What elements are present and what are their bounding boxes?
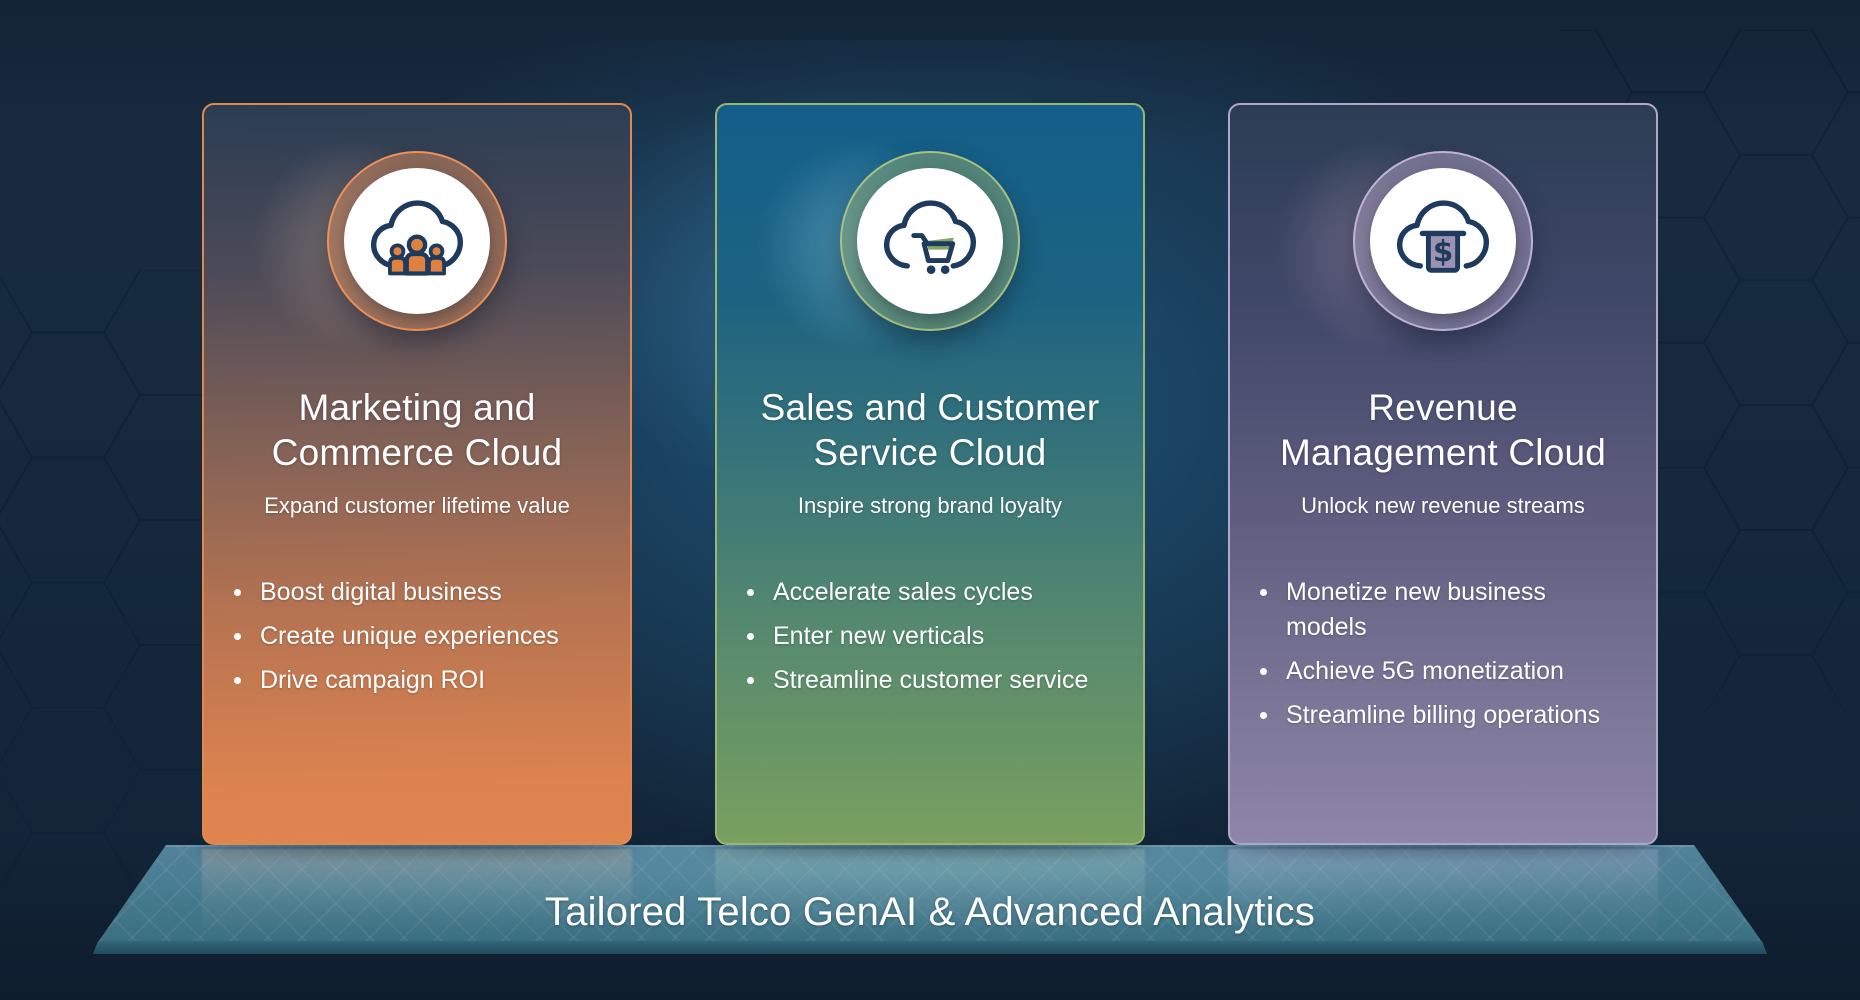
card-reflection: [1228, 849, 1658, 937]
svg-text:$: $: [1433, 235, 1453, 269]
card-reflection: [715, 849, 1145, 937]
icon-badge-inner: $: [1370, 168, 1516, 314]
bullet-dot: [234, 633, 241, 640]
bullet-item: Enter new verticals: [747, 619, 1127, 654]
card-bullet-list: Boost digital business Create unique exp…: [234, 575, 614, 707]
cloud-people-icon: [370, 200, 464, 276]
icon-badge-inner: [857, 168, 1003, 314]
bullet-item: Streamline customer service: [747, 663, 1127, 698]
icon-badge: $: [1353, 151, 1533, 331]
bullet-item: Monetize new business models: [1260, 575, 1640, 645]
card-title: Sales and Customer Service Cloud: [760, 387, 1100, 473]
bullet-dot: [1260, 589, 1267, 596]
card-title: Marketing and Commerce Cloud: [271, 387, 563, 473]
card-reflection: [202, 849, 632, 937]
card-shadow: [198, 842, 636, 854]
card-marketing-commerce: Marketing and Commerce Cloud Expand cust…: [202, 103, 632, 845]
icon-badge: [327, 151, 507, 331]
bullet-item: Drive campaign ROI: [234, 663, 614, 698]
card-subtitle: Unlock new revenue streams: [1301, 493, 1585, 518]
bullet-dot: [747, 677, 754, 684]
card-title: Revenue Management Cloud: [1279, 387, 1607, 473]
cloud-cart-icon: [883, 200, 977, 275]
icon-badge: [840, 151, 1020, 331]
icon-badge-inner: [344, 168, 490, 314]
bullet-dot: [234, 589, 241, 596]
bullet-dot: [747, 589, 754, 596]
bullet-item: Create unique experiences: [234, 619, 614, 654]
bullet-item: Accelerate sales cycles: [747, 575, 1127, 610]
card-shadow: [1224, 842, 1662, 854]
card-revenue-management: $ Revenue Management Cloud Unlock new re…: [1228, 103, 1658, 845]
card-bullet-list: Accelerate sales cycles Enter new vertic…: [747, 575, 1127, 707]
platform-stage: [98, 845, 1762, 942]
bullet-dot: [1260, 712, 1267, 719]
bullet-dot: [747, 633, 754, 640]
card-shadow: [711, 842, 1149, 854]
card-subtitle: Inspire strong brand loyalty: [797, 493, 1063, 518]
cloud-dollar-icon: $: [1396, 200, 1490, 273]
bullet-item: Streamline billing operations: [1260, 698, 1640, 733]
bullet-item: Achieve 5G monetization: [1260, 654, 1640, 689]
card-bullet-list: Monetize new business models Achieve 5G …: [1260, 575, 1640, 742]
bullet-item: Boost digital business: [234, 575, 614, 610]
footer-caption: Tailored Telco GenAI & Advanced Analytic…: [544, 890, 1316, 934]
platform-front-edge: [93, 941, 1767, 954]
bullet-dot: [1260, 668, 1267, 675]
bullet-dot: [234, 677, 241, 684]
card-sales-service: Sales and Customer Service Cloud Inspire…: [715, 103, 1145, 845]
card-subtitle: Expand customer lifetime value: [264, 493, 570, 518]
